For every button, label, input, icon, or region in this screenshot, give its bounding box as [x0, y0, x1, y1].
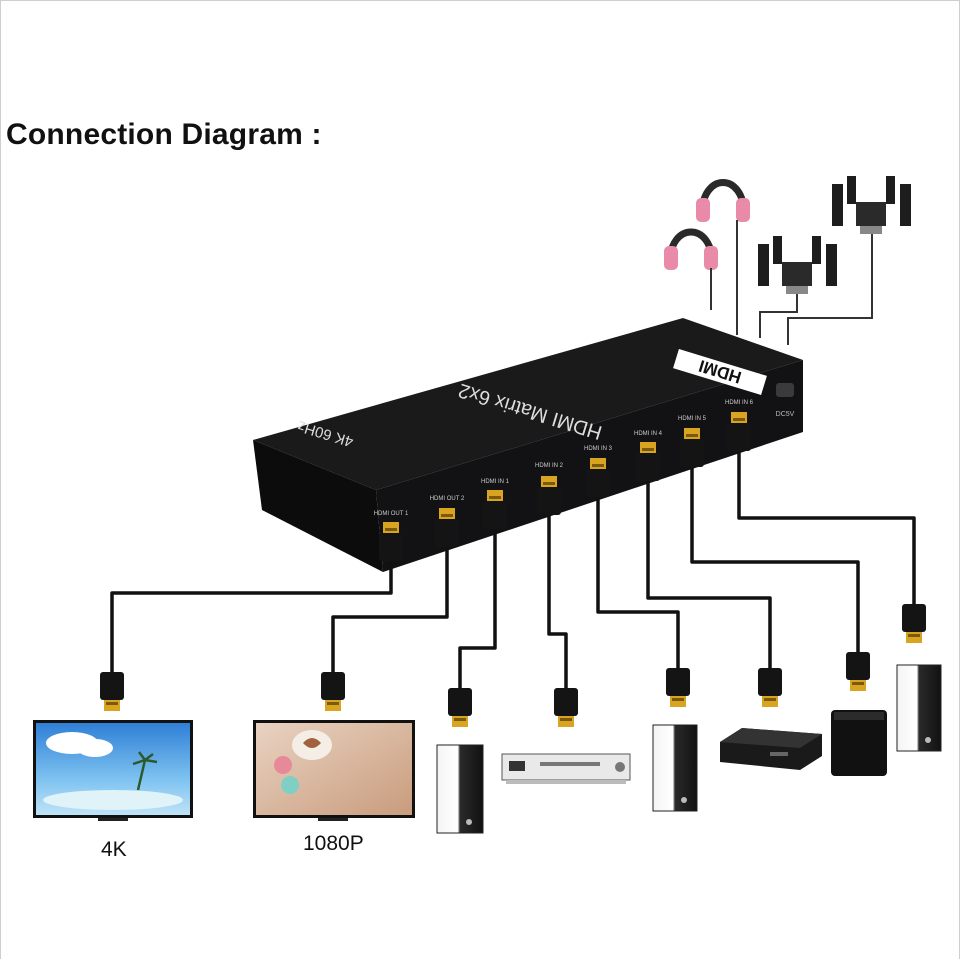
display-label-1080p: 1080P [303, 832, 364, 855]
speaker-system-icon [787, 176, 911, 345]
device-plugs [100, 604, 926, 727]
headphones-icon [696, 179, 750, 335]
dvd-player-icon [501, 753, 631, 784]
port-label-3: HDMI IN 1 [481, 479, 510, 485]
tv-icon [253, 720, 415, 821]
set-top-box-icon [720, 728, 822, 770]
hdmi-cables [110, 450, 916, 688]
port-label-5: HDMI IN 3 [584, 446, 613, 452]
game-console-icon [831, 710, 887, 776]
port-label-1: HDMI OUT 1 [374, 511, 409, 517]
port-label-6: HDMI IN 4 [634, 431, 663, 437]
speaker-system-icon [758, 236, 837, 338]
diagram-title: Connection Diagram : [6, 118, 322, 151]
port-labels: HDMI OUT 1 HDMI OUT 2 HDMI IN 1 HDMI IN 2 HD… [374, 400, 754, 517]
port-label-2: HDMI OUT 2 [430, 496, 465, 502]
port-label-8: HDMI IN 6 [725, 400, 754, 406]
pc-tower-icon [436, 744, 484, 834]
headphones-icon [664, 228, 718, 310]
display-label-4k: 4K [101, 838, 127, 861]
hdmi-matrix-device: HDMI HDMI Matrix 6x2 4K 60Hz DC5V [253, 318, 803, 572]
port-label-7: HDMI IN 5 [678, 416, 707, 422]
port-label-4: HDMI IN 2 [535, 463, 564, 469]
power-port [776, 383, 794, 397]
power-label: DC5V [776, 411, 795, 418]
pc-tower-icon [896, 664, 942, 752]
pc-tower-icon [652, 724, 698, 812]
tv-icon [33, 720, 193, 821]
